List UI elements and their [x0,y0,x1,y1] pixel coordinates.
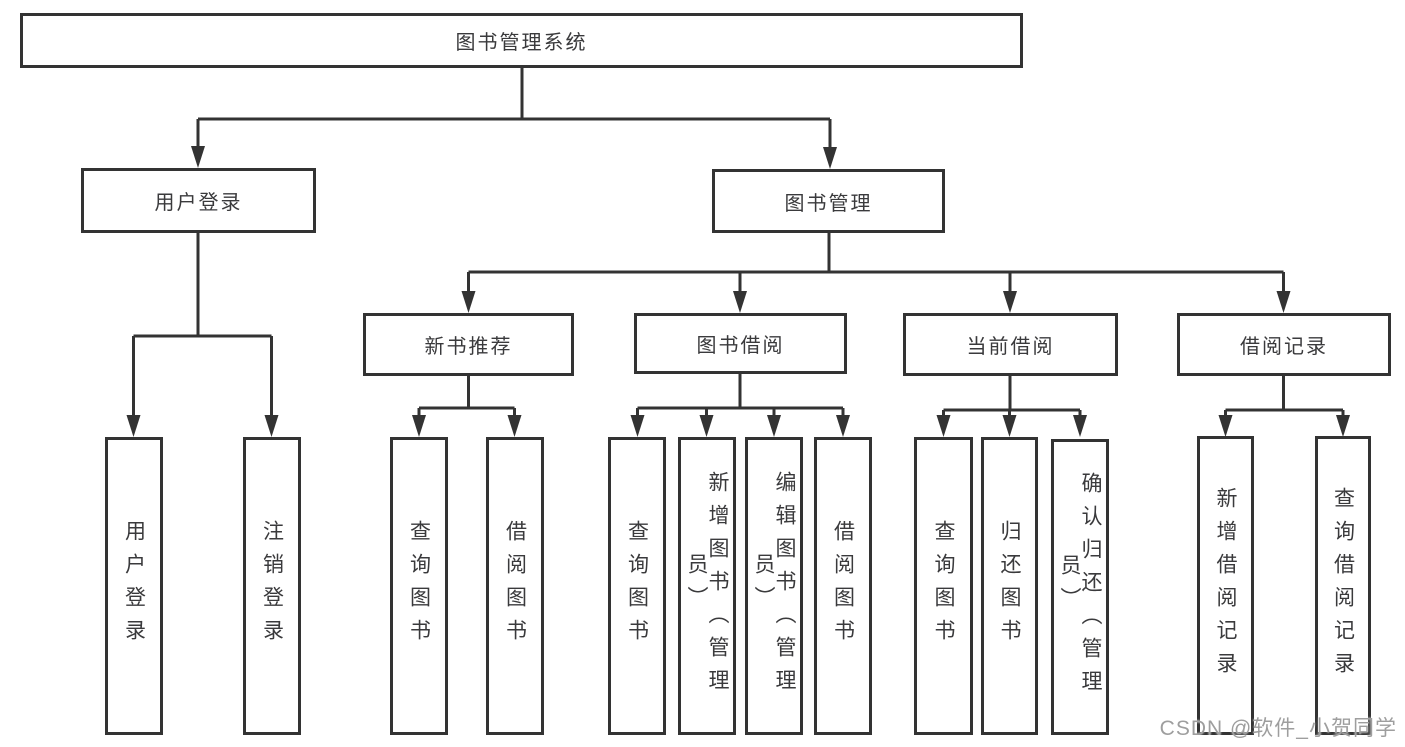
leaf-confirm-return-admin: 确认归还（管理员） [1051,439,1109,735]
node-user-login: 用户登录 [81,168,316,233]
leaf-borrow-books: 借阅图书 [814,437,872,735]
leaf-add-borrow-record: 新增借阅记录 [1197,436,1254,735]
node-library-system: 图书管理系统 [20,13,1023,68]
node-borrow-records: 借阅记录 [1177,313,1391,376]
leaf-query-books-borrow: 查询图书 [608,437,666,735]
csdn-watermark: CSDN @软件_小贺同学 [1159,717,1397,740]
node-book-management: 图书管理 [712,169,945,233]
leaf-add-book-admin: 新增图书（管理员） [678,437,736,735]
leaf-query-borrow-record: 查询借阅记录 [1315,436,1371,735]
node-new-book-recommend: 新书推荐 [363,313,574,376]
leaf-edit-book-admin: 编辑图书（管理员） [745,437,803,735]
node-book-borrow: 图书借阅 [634,313,847,374]
leaf-user-login: 用户登录 [105,437,163,735]
node-current-borrow: 当前借阅 [903,313,1118,376]
leaf-borrow-books-recommend: 借阅图书 [486,437,544,735]
leaf-query-books-current: 查询图书 [914,437,973,735]
leaf-query-books-recommend: 查询图书 [390,437,448,735]
leaf-logout: 注销登录 [243,437,301,735]
leaf-return-book: 归还图书 [981,437,1038,735]
